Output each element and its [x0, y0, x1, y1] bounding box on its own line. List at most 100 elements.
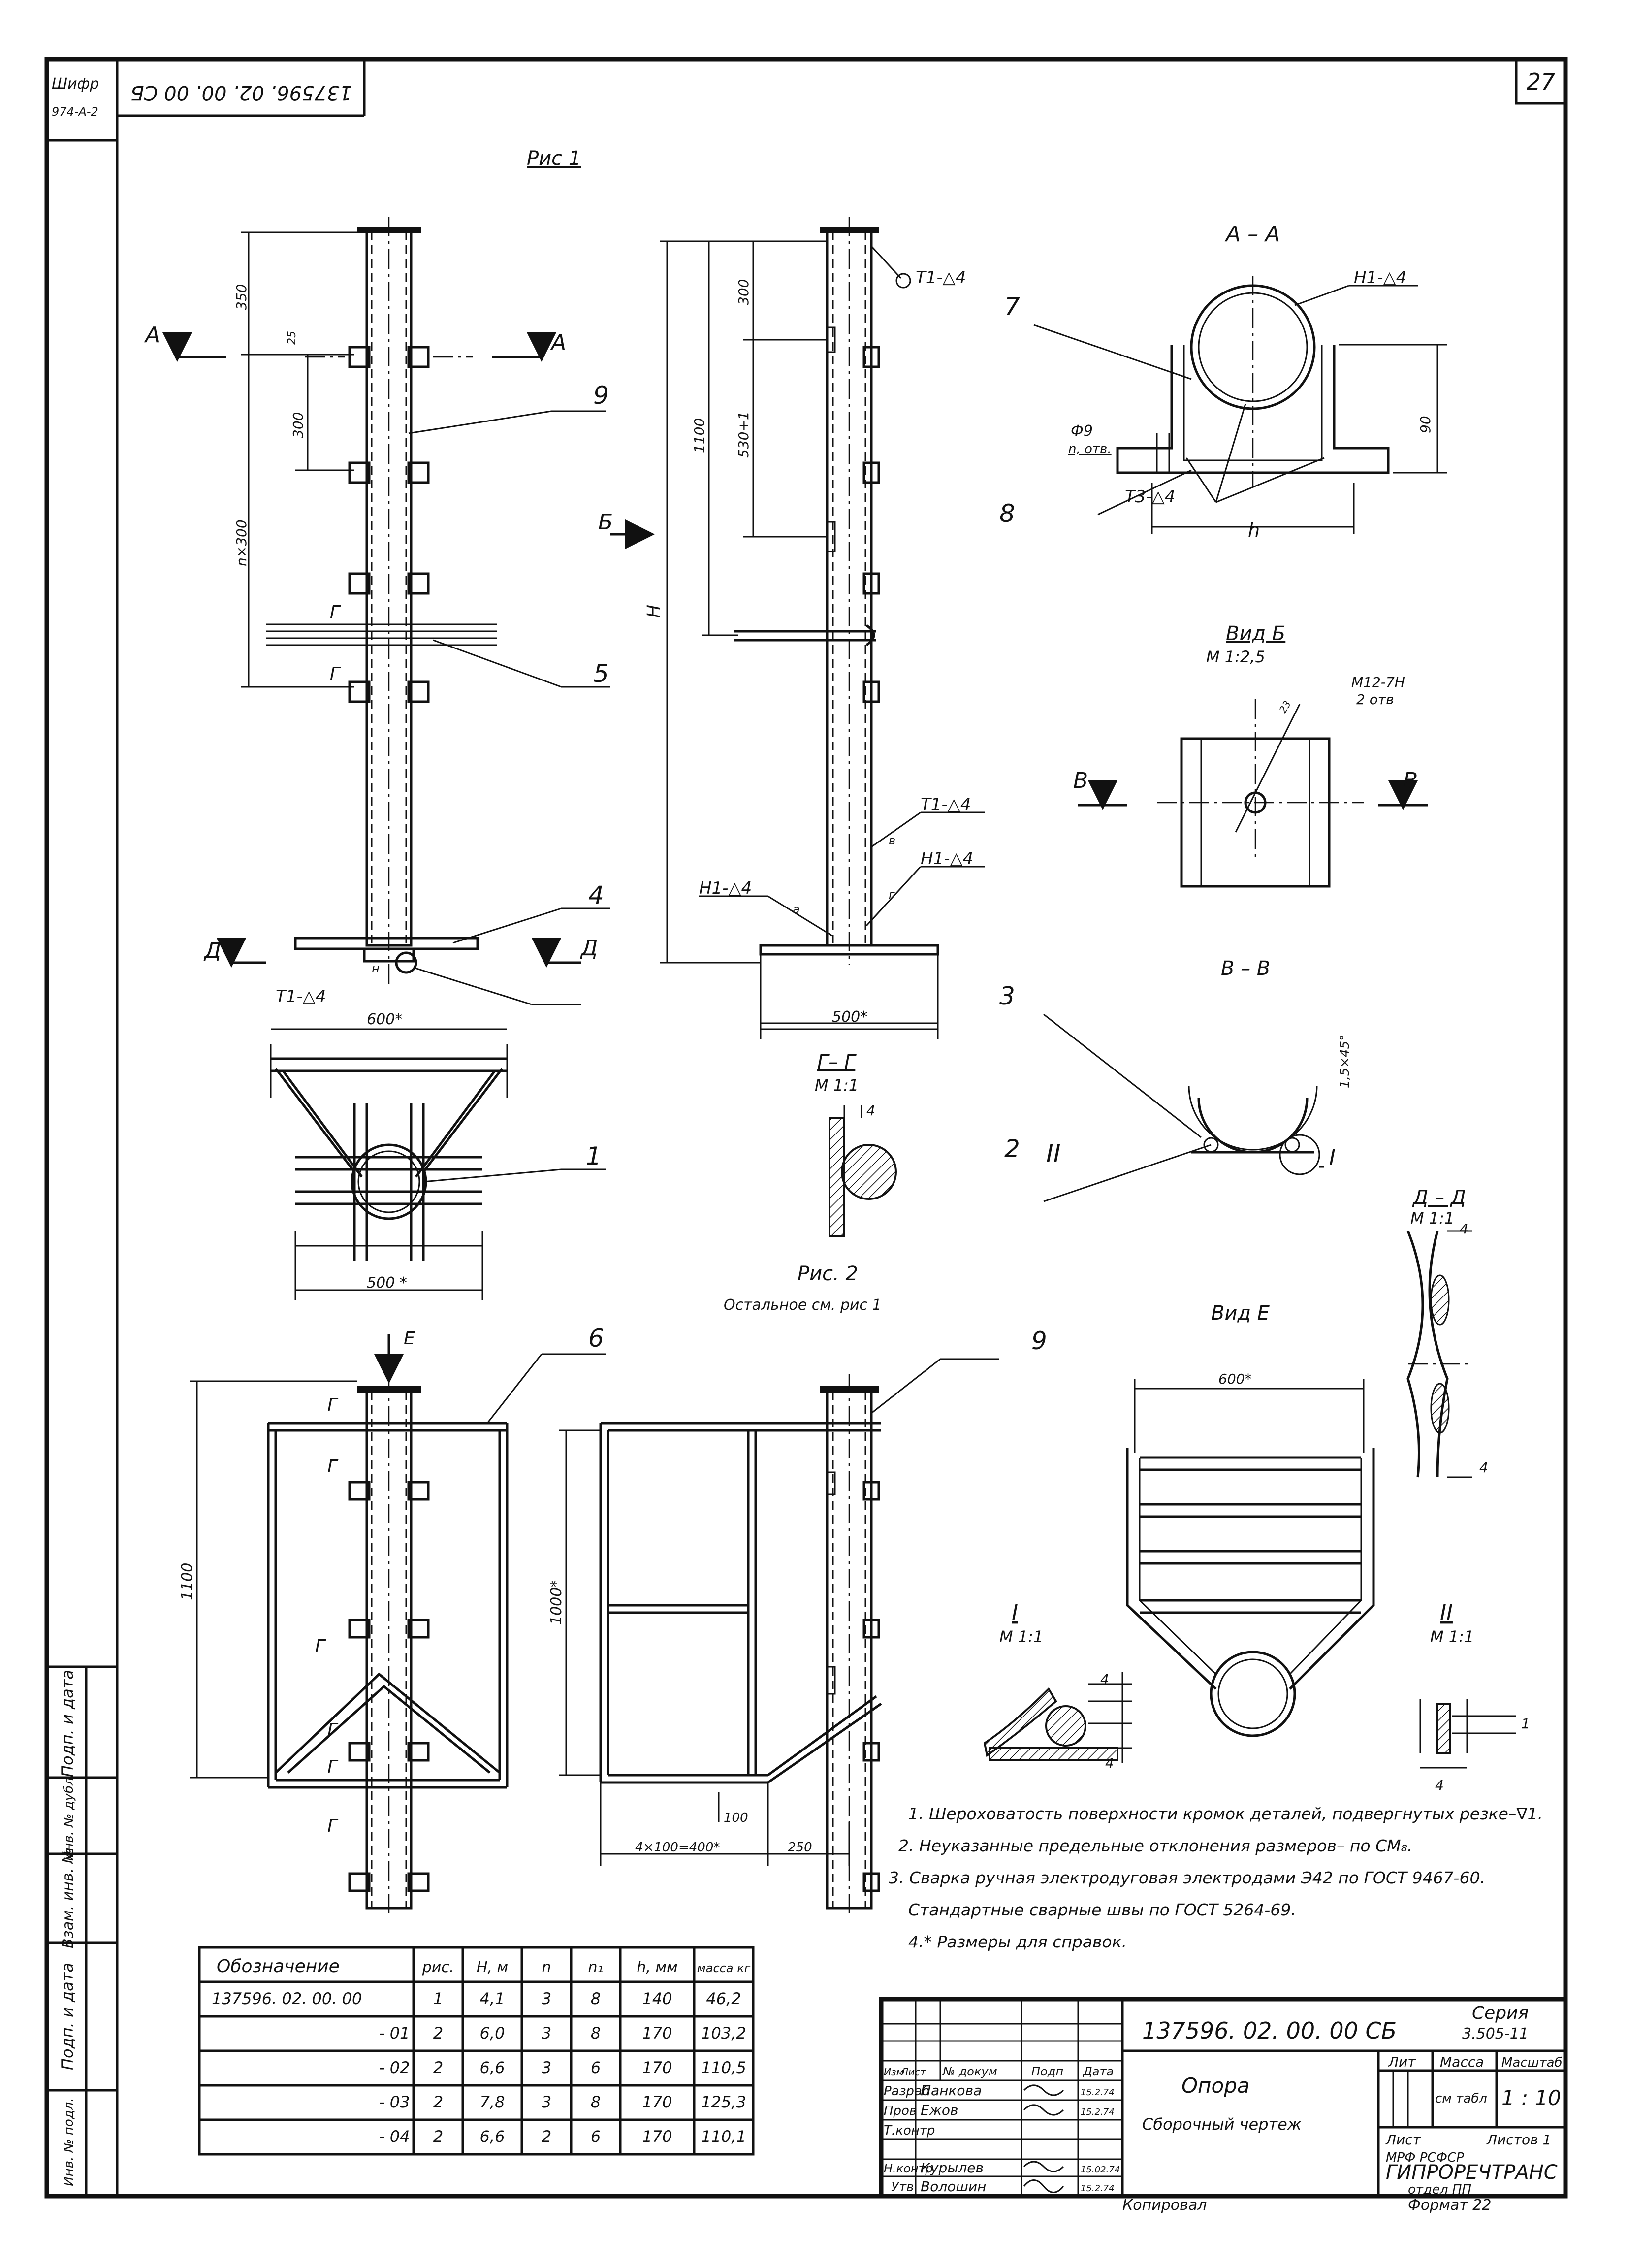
table-row: - 03 2 7,8 3 8 170 125,3 — [379, 2093, 746, 2111]
cell: 3 — [542, 1989, 551, 2008]
note-3b: Стандартные сварные швы по ГОСТ 5264-69. — [908, 1900, 1296, 1919]
mark-g-5: Г — [315, 1636, 326, 1656]
node-2-scale: М 1:1 — [1430, 1627, 1474, 1646]
fig2-front-view — [190, 1334, 606, 1915]
tb-role: Т.контр — [884, 2123, 935, 2138]
cell: 3 — [542, 2093, 551, 2111]
section-dd — [1406, 1230, 1472, 1478]
pos-1: 1 — [586, 1142, 602, 1170]
dim-1100b: 1100 — [179, 1563, 196, 1600]
th-h: H, м — [477, 1959, 508, 1976]
mark-g-7: Г — [327, 1757, 339, 1777]
view-b-title: Вид Б — [1226, 622, 1285, 645]
title-block-grid — [879, 1997, 1568, 2199]
cell: 110,5 — [701, 2058, 746, 2077]
tb-col-izm: Изм — [884, 2066, 904, 2078]
dim-600b: 600* — [1218, 1371, 1251, 1387]
pos-8: 8 — [999, 499, 1015, 528]
cell: 6,6 — [480, 2058, 505, 2077]
tb-scale-value: 1 : 10 — [1501, 2086, 1561, 2110]
tb-mass-value: см табл — [1435, 2091, 1487, 2106]
mark-g-1: Г — [330, 602, 341, 622]
pos-2: 2 — [1004, 1134, 1020, 1163]
tb-date: 15.2.74 — [1081, 2087, 1115, 2098]
th-n: n — [542, 1959, 551, 1976]
dim-100: 100 — [724, 1811, 748, 1825]
note-1: 1. Шероховатость поверхности кромок дета… — [908, 1804, 1543, 1823]
tb-person: Волошин — [921, 2178, 987, 2195]
tb-org3: отдел ПП — [1408, 2182, 1471, 2197]
pos-7: 7 — [1004, 292, 1020, 321]
tb-series-value: 3.505-11 — [1462, 2025, 1529, 2042]
section-vv — [1043, 1013, 1324, 1202]
pos-4: 4 — [588, 881, 604, 909]
node-1-title: I — [1012, 1600, 1018, 1625]
weld-t1-top: Т1-△4 — [916, 268, 966, 288]
th-hmm: h, мм — [637, 1959, 677, 1976]
pos-9b: 9 — [1031, 1327, 1047, 1355]
mark-a-right: А — [550, 330, 566, 355]
tb-col-date: Дата — [1083, 2065, 1114, 2078]
cell: 170 — [642, 2093, 672, 2111]
mark-g-2: Г — [330, 664, 341, 684]
signature-1 — [1023, 2084, 1064, 2096]
tb-col-sign: Подп — [1031, 2065, 1063, 2078]
cell: 110,1 — [701, 2127, 746, 2146]
tb-sheets-label: Листов 1 — [1486, 2132, 1551, 2148]
view-b-scale: М 1:2,5 — [1206, 648, 1265, 666]
tb-person: Ежов — [921, 2102, 958, 2118]
dim-90: 90 — [1417, 416, 1434, 433]
cell: - 01 — [379, 2024, 410, 2042]
cell: - 02 — [379, 2058, 410, 2077]
mark-v-right: В — [1403, 768, 1418, 793]
dim-1000: 1000* — [548, 1580, 565, 1625]
table-row: - 01 2 6,0 3 8 170 103,2 — [379, 2024, 746, 2042]
dim-1100a: 1100 — [691, 418, 707, 453]
tb-series-label: Серия — [1472, 2003, 1529, 2023]
dim-350: 350 — [233, 284, 250, 310]
sheet-number: 27 — [1527, 68, 1556, 95]
thread-holes: 2 отв — [1356, 691, 1394, 708]
tb-org1: МРФ РСФСР — [1386, 2150, 1464, 2165]
tb-role: Н.контр — [884, 2162, 933, 2175]
dim-4-node2: 4 — [1435, 1777, 1444, 1793]
th-fig: рис. — [422, 1959, 454, 1976]
dim-25: 25 — [286, 331, 298, 345]
weld-letter-v: в — [889, 834, 895, 847]
dim-4x100: 4×100=400* — [635, 1840, 720, 1855]
mark-e: Е — [404, 1328, 415, 1349]
pos-6: 6 — [588, 1324, 604, 1353]
cell: 2 — [433, 2024, 443, 2042]
node-1-callout: I — [1329, 1145, 1336, 1170]
tb-person: Курылев — [921, 2160, 984, 2176]
table-row: - 04 2 6,6 2 6 170 110,1 — [379, 2127, 746, 2146]
note-2: 2. Неуказанные предельные отклонения раз… — [898, 1836, 1412, 1855]
dim-300b: 300 — [735, 279, 752, 305]
mark-a-left: А — [144, 323, 160, 348]
dim-h-big: H — [644, 605, 664, 618]
weld-n1-side: Н1-△4 — [921, 849, 973, 869]
dim-4-node1-bottom: 4 — [1105, 1755, 1114, 1771]
cell: 3 — [542, 2058, 551, 2077]
cell: 140 — [642, 1989, 672, 2008]
cell: 137596. 02. 00. 00 — [212, 1989, 362, 2008]
th-mass: масса кг — [697, 1961, 751, 1975]
cell: 4,1 — [480, 1989, 505, 2008]
tb-lit: Лит — [1388, 2054, 1416, 2070]
dim-250: 250 — [788, 1840, 812, 1855]
cell: 6,0 — [480, 2024, 505, 2042]
dim-n300: n×300 — [233, 519, 250, 566]
tb-code: 137596. 02. 00. 00 СБ — [1142, 2017, 1397, 2044]
side-strip-inv: Инв. № подл. — [62, 2098, 76, 2186]
tb-sheet-label: Лист — [1385, 2132, 1421, 2148]
weld-n1-aa: Н1-△4 — [1354, 268, 1406, 288]
tb-col-list: Лист — [900, 2066, 926, 2078]
mark-g-8: Г — [327, 1816, 339, 1836]
weld-t1-front: Т1-△4 — [276, 987, 326, 1006]
dim-4-dd-top: 4 — [1460, 1221, 1468, 1237]
table-row: 137596. 02. 00. 00 1 4,1 3 8 140 46,2 — [212, 1989, 741, 2008]
th-designation: Обозначение — [217, 1956, 340, 1976]
format-label: Формат 22 — [1408, 2197, 1491, 2214]
section-gg-title: Г– Г — [817, 1051, 857, 1073]
